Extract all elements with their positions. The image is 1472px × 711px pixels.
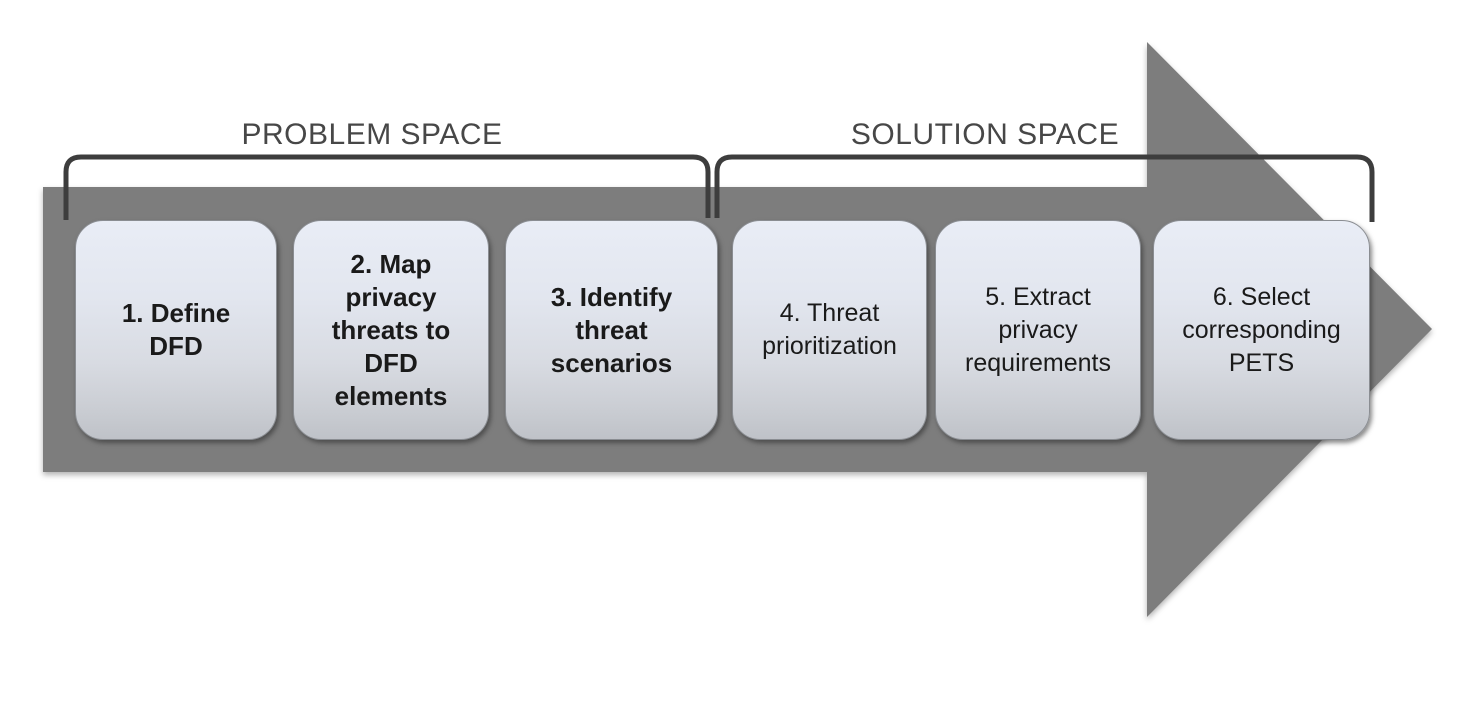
step-box-label: 3. Identify threat scenarios bbox=[550, 281, 673, 378]
solution-space-label: SOLUTION SPACE bbox=[850, 118, 1120, 151]
step-box-2-map-privacy-threats: 2. Map privacy threats to DFD elements bbox=[293, 220, 489, 440]
step-box-label: 6. Select corresponding PETS bbox=[1182, 282, 1341, 377]
step-box-1-define-dfd: 1. Define DFD bbox=[75, 220, 277, 440]
solution-space-bracket bbox=[714, 154, 1375, 222]
step-box-6-select-corresponding-pets: 6. Select corresponding PETS bbox=[1153, 220, 1370, 440]
step-box-label: 5. Extract privacy requirements bbox=[965, 282, 1111, 377]
step-box-4-threat-prioritization: 4. Threat prioritization bbox=[732, 220, 927, 440]
problem-space-bracket bbox=[63, 154, 711, 220]
step-box-label: 1. Define DFD bbox=[121, 298, 231, 361]
step-box-label: 4. Threat prioritization bbox=[762, 299, 897, 360]
step-box-3-identify-threat-scenarios: 3. Identify threat scenarios bbox=[505, 220, 718, 440]
step-box-label: 2. Map privacy threats to DFD elements bbox=[331, 248, 451, 411]
problem-space-label: PROBLEM SPACE bbox=[241, 118, 503, 151]
step-box-5-extract-privacy-requirements: 5. Extract privacy requirements bbox=[935, 220, 1141, 440]
